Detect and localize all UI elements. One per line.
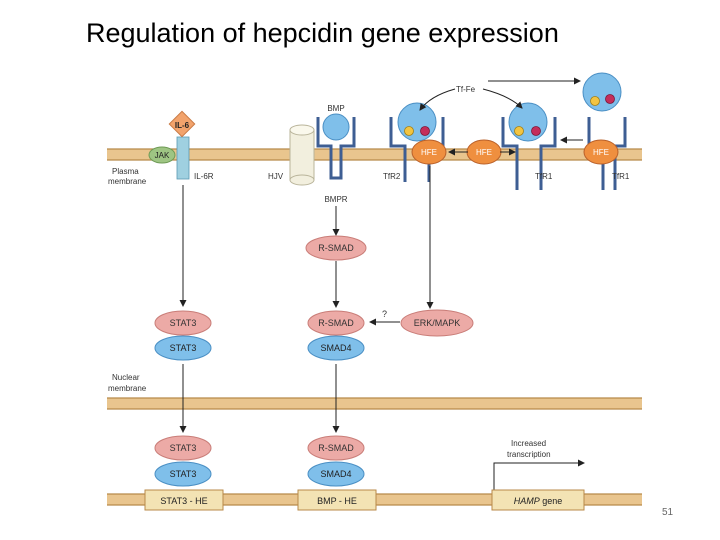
tf-fe-label: Tf-Fe — [456, 85, 476, 94]
stat3-cytoplasm-top — [154, 310, 212, 336]
hfe-label-1: HFE — [421, 148, 437, 157]
rsmad-complex-cytoplasm — [307, 310, 365, 336]
bmpr-label: BMPR — [324, 195, 347, 204]
stat3-cytoplasm-bottom — [154, 335, 212, 361]
stat3-nucleus-bottom — [154, 461, 212, 487]
plasma-membrane — [107, 148, 642, 161]
iron-yellow-icon — [514, 126, 524, 136]
hjv-cylinder — [289, 124, 315, 186]
hfe-label-2: HFE — [476, 148, 492, 157]
signaling-arrows — [179, 166, 585, 490]
jak-kinase — [148, 146, 176, 164]
bmp-ligand — [322, 113, 350, 141]
tf-fe-on-tfr1 — [508, 102, 548, 142]
hjv-label: HJV — [268, 172, 284, 181]
iron-yellow-icon — [590, 96, 600, 106]
increased-transcription-label: Increased transcription — [507, 439, 551, 459]
il6r-receptor — [176, 136, 190, 180]
rsmad-cytoplasm-label: R-SMAD — [318, 243, 354, 253]
tfr2-label: TfR2 — [383, 172, 401, 181]
nuclear-membrane-label: Nuclear membrane — [108, 373, 147, 393]
bmpr-receptor — [316, 117, 356, 180]
hfe-protein-1 — [411, 139, 447, 165]
tf-fe-arrows — [419, 77, 583, 156]
nuclear-membrane — [107, 397, 642, 410]
rsmad-nucleus — [307, 435, 365, 461]
iron-yellow-icon — [404, 126, 414, 136]
hamp-gene-label: HAMP gene — [514, 496, 563, 506]
stat3-cytoplasm-bottom-label: STAT3 — [170, 343, 197, 353]
plasma-membrane-label: Plasma membrane — [108, 167, 147, 186]
iron-red-icon — [420, 126, 430, 136]
page-number: 51 — [662, 507, 674, 518]
slide-title: Regulation of hepcidin gene expression — [86, 18, 559, 48]
hamp-gene-element — [491, 489, 585, 511]
hfe-label-3: HFE — [593, 148, 609, 157]
bmp-label: BMP — [327, 104, 344, 113]
stat3-nucleus-bottom-label: STAT3 — [170, 469, 197, 479]
rsmad-complex-cytoplasm-label: R-SMAD — [318, 318, 354, 328]
tfr1-receptor-1 — [501, 117, 557, 190]
erk-mapk-label: ERK/MAPK — [414, 318, 461, 328]
il6-label: IL-6 — [175, 121, 190, 130]
stat3-cytoplasm-top-label: STAT3 — [170, 318, 197, 328]
stat3-nucleus-top — [154, 435, 212, 461]
bmp-he-label: BMP - HE — [317, 496, 357, 506]
smad4-cytoplasm — [307, 335, 365, 361]
smad4-nucleus-label: SMAD4 — [320, 469, 351, 479]
il6r-label: IL-6R — [194, 172, 214, 181]
jak-label: JAK — [155, 151, 170, 160]
iron-red-icon — [531, 126, 541, 136]
tfr1-label-1: TfR1 — [535, 172, 553, 181]
stat3-he-element — [144, 489, 224, 511]
smad4-nucleus — [307, 461, 365, 487]
tf-fe-on-tfr2 — [397, 102, 437, 142]
stat3-nucleus-top-label: STAT3 — [170, 443, 197, 453]
hfe-protein-3 — [583, 139, 619, 165]
rsmad-cytoplasm — [305, 235, 367, 261]
stat3-he-label: STAT3 - HE — [160, 496, 207, 506]
question-mark: ? — [382, 309, 387, 319]
smad4-cytoplasm-label: SMAD4 — [320, 343, 351, 353]
iron-red-icon — [605, 94, 615, 104]
tfr1-label-2: TfR1 — [612, 172, 630, 181]
rsmad-nucleus-label: R-SMAD — [318, 443, 354, 453]
il6-ligand — [168, 110, 196, 138]
bmp-he-element — [297, 489, 377, 511]
tf-fe-free — [582, 72, 622, 112]
erk-mapk-node — [400, 309, 474, 337]
